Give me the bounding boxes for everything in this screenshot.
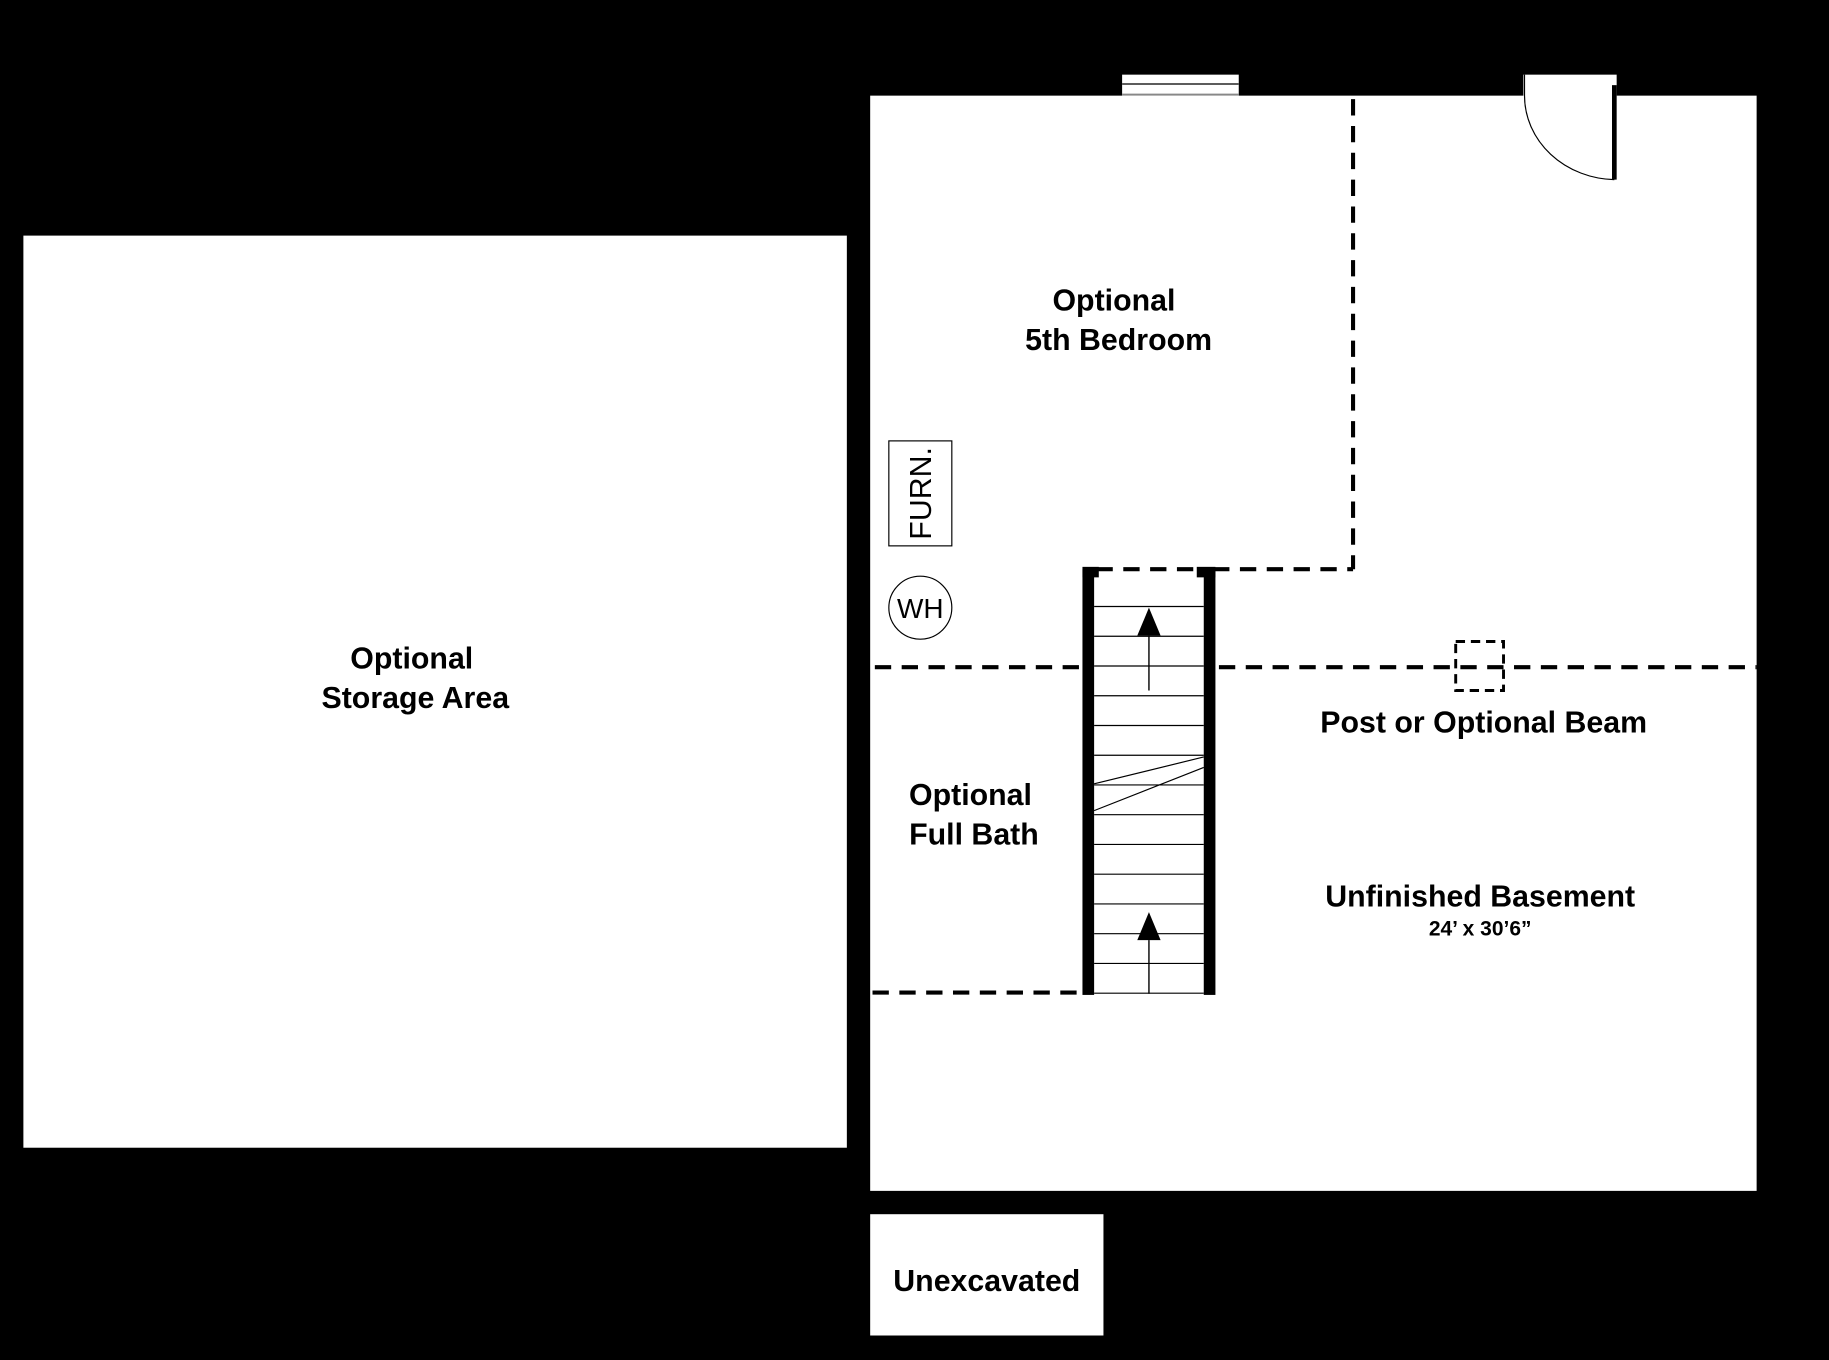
staircase xyxy=(1082,566,1216,995)
optional-walls xyxy=(872,99,1757,995)
water-heater-label: WH xyxy=(897,593,944,624)
storage-label-2: Storage Area xyxy=(322,682,511,715)
post-icon xyxy=(1454,640,1505,692)
bedroom-label-1: Optional xyxy=(1052,284,1175,317)
post-label: Post or Optional Beam xyxy=(1320,706,1647,739)
basement-area xyxy=(870,95,1757,1191)
unexcavated-label: Unexcavated xyxy=(893,1265,1080,1298)
storage-label-1: Optional xyxy=(350,642,473,675)
basement-size: 24’ x 30’6” xyxy=(1429,917,1532,940)
furnace-label: FURN. xyxy=(905,447,938,540)
bath-label-2: Full Bath xyxy=(909,818,1039,851)
unexcavated-area xyxy=(870,1214,1104,1336)
bedroom-label-2: 5th Bedroom xyxy=(1025,324,1212,357)
window-icon xyxy=(1122,74,1239,96)
door-icon xyxy=(1523,74,1617,181)
basement-label: Unfinished Basement xyxy=(1325,880,1635,913)
up-arrow-icon xyxy=(1137,912,1161,994)
furnace: FURN. xyxy=(888,440,953,547)
up-arrow-icon xyxy=(1137,607,1161,691)
water-heater: WH xyxy=(888,575,953,640)
storage-area xyxy=(23,235,847,1148)
bath-label-1: Optional xyxy=(909,779,1032,812)
